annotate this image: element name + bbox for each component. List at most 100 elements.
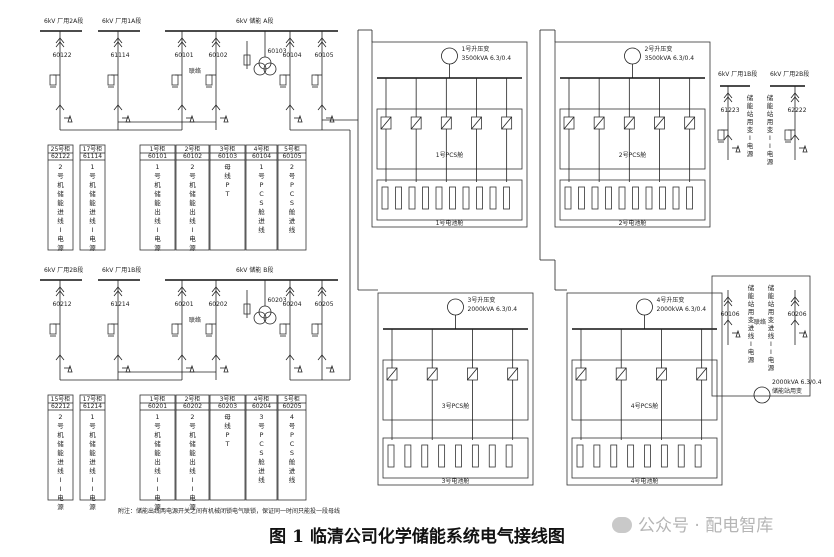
table-cell bbox=[245, 144, 278, 251]
text-char: 号 bbox=[57, 422, 64, 430]
breaker-chevron bbox=[55, 354, 65, 361]
battery-cell bbox=[471, 444, 479, 468]
breaker-chevron bbox=[177, 37, 187, 44]
cabinet-number: 1号柜 bbox=[150, 145, 166, 153]
arrester-icon bbox=[717, 129, 725, 141]
pcs-frame bbox=[571, 359, 718, 421]
arrester-icon bbox=[205, 74, 213, 86]
feeder-60204: 60204 bbox=[279, 280, 303, 380]
feeder-60205: 60205 bbox=[311, 280, 335, 380]
breaker-chevron bbox=[790, 96, 800, 103]
table-cell bbox=[175, 144, 210, 251]
ground-icon bbox=[329, 114, 335, 123]
text-char: 号 bbox=[289, 172, 296, 180]
station-transformer-icon bbox=[753, 386, 771, 404]
text-char: 1 bbox=[90, 413, 94, 421]
battery-cell bbox=[395, 186, 402, 210]
breaker-chevron bbox=[55, 286, 65, 293]
breaker-chevron bbox=[177, 41, 187, 48]
battery-cell bbox=[435, 186, 443, 210]
breaker-code: 61114 bbox=[110, 52, 129, 59]
text-char: 线 bbox=[289, 225, 296, 234]
battery-cell bbox=[686, 186, 693, 210]
battery-cell bbox=[488, 444, 496, 468]
breaker-chevron bbox=[317, 286, 327, 293]
text-char: 储 bbox=[189, 189, 196, 198]
text-char: 舱 bbox=[289, 207, 296, 216]
text-char: 电 bbox=[768, 355, 775, 364]
text-char: 电 bbox=[767, 149, 774, 158]
text-char: 线 bbox=[748, 331, 755, 340]
cabin-frame bbox=[554, 41, 711, 228]
text-char: 线 bbox=[57, 216, 64, 225]
text-char: P bbox=[260, 431, 264, 439]
text-char: 2 bbox=[190, 163, 194, 171]
pcs-diag bbox=[467, 367, 478, 381]
pcs-diag bbox=[563, 116, 575, 130]
cabinet-code: 60201 bbox=[148, 403, 167, 410]
breaker-chevron bbox=[211, 290, 221, 297]
text-char: 站 bbox=[747, 109, 754, 118]
battery-cell bbox=[659, 186, 666, 210]
text-char: 母 bbox=[224, 163, 231, 171]
battery-cell bbox=[422, 186, 429, 210]
arrester-icon bbox=[784, 129, 792, 141]
cabinet-number: 17号柜 bbox=[83, 145, 103, 153]
table-cell bbox=[175, 394, 210, 501]
text-char: 储 bbox=[747, 93, 754, 102]
table-cell bbox=[79, 394, 106, 501]
text-char: 能 bbox=[154, 198, 161, 207]
text-char: 号 bbox=[189, 422, 196, 430]
breaker-code: 60103 bbox=[267, 48, 286, 55]
text-char: I bbox=[770, 340, 772, 348]
text-char: 1 bbox=[155, 163, 159, 171]
text-char: 线 bbox=[224, 421, 231, 430]
text-char: 机 bbox=[154, 430, 161, 439]
cabinet-number: 3号柜 bbox=[220, 395, 236, 403]
breaker-chevron bbox=[317, 104, 327, 111]
battery-cell bbox=[672, 186, 680, 210]
text-char: 出 bbox=[189, 207, 196, 216]
cabinet-code: 60103 bbox=[218, 153, 237, 160]
pcs-diag bbox=[471, 116, 482, 130]
text-char: 出 bbox=[154, 207, 161, 216]
breaker-chevron bbox=[113, 104, 123, 111]
text-char: 机 bbox=[89, 180, 96, 189]
cabinet-code: 60104 bbox=[252, 153, 271, 160]
text-char: 能 bbox=[768, 291, 775, 300]
cabinet-code: 60203 bbox=[218, 403, 237, 410]
battery-cell bbox=[578, 186, 585, 210]
pcs-label: 1号PCS舱 bbox=[436, 151, 463, 159]
text-char: I bbox=[192, 485, 194, 493]
text-char: 机 bbox=[57, 430, 64, 439]
transformer-icon bbox=[636, 298, 653, 316]
cabinet-code: 62212 bbox=[51, 403, 70, 410]
text-char: 能 bbox=[189, 198, 196, 207]
table-cell bbox=[47, 394, 74, 501]
breaker-chevron bbox=[317, 41, 327, 48]
text-char: S bbox=[290, 199, 294, 207]
breaker-code: 60205 bbox=[314, 301, 333, 308]
text-char: 储 bbox=[57, 439, 64, 448]
breaker-chevron bbox=[177, 104, 187, 111]
text-char: 能 bbox=[57, 448, 64, 457]
battery-cell bbox=[632, 186, 639, 210]
text-char: 线 bbox=[189, 466, 196, 475]
battery-label: 2号电池舱 bbox=[619, 219, 647, 227]
battery-cell bbox=[387, 444, 395, 468]
feeder-60202: 60202 bbox=[205, 280, 229, 380]
text-char: 站 bbox=[767, 109, 774, 118]
breaker-chevron bbox=[211, 354, 221, 361]
text-char: 进 bbox=[289, 467, 296, 475]
pt-coil bbox=[263, 311, 277, 325]
text-char: 号 bbox=[258, 172, 265, 180]
text-char: 电 bbox=[154, 493, 161, 502]
